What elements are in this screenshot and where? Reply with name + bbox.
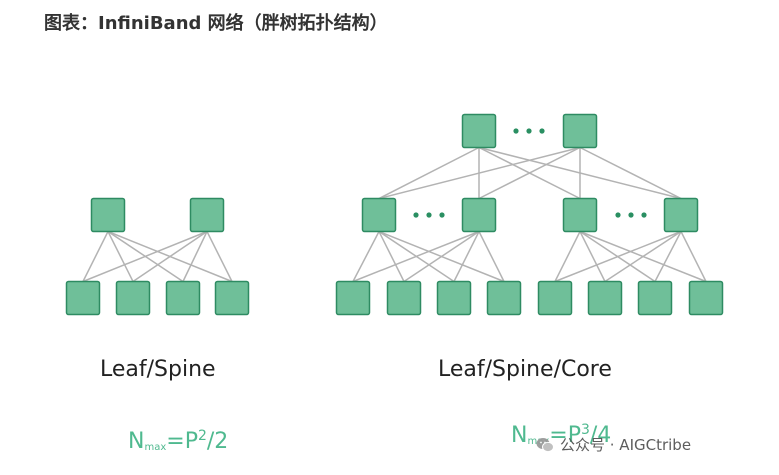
leaf-switch <box>436 280 472 316</box>
leaf-switch <box>335 280 371 316</box>
ellipsis-dot <box>539 128 545 134</box>
leaf-spine-caption: Leaf/Spine <box>100 357 216 382</box>
link-line <box>579 231 606 282</box>
leaf-switch <box>165 280 201 316</box>
ellipsis-dot <box>615 212 621 218</box>
page-title: 图表：InfiniBand 网络（胖树拓扑结构） <box>44 13 388 34</box>
formula-sup: 3 <box>580 422 590 438</box>
formula-eq: =P <box>549 423 581 448</box>
leaf-switch <box>214 280 250 316</box>
formula-n: N <box>511 423 528 448</box>
link-line <box>579 146 682 200</box>
link-line <box>453 231 480 282</box>
leaf-switch <box>587 280 623 316</box>
link-line <box>478 146 581 200</box>
link-line <box>82 231 109 282</box>
formula-rest: /2 <box>206 429 229 454</box>
formula-sup: 2 <box>197 428 207 444</box>
wechat-icon <box>536 437 554 452</box>
link-line <box>378 231 405 282</box>
leaf-switch <box>115 280 151 316</box>
leaf-switch <box>637 280 673 316</box>
leaf-switch <box>688 280 724 316</box>
spine-switch <box>361 197 397 233</box>
spine-switch <box>562 197 598 233</box>
ellipsis-dot <box>628 212 634 218</box>
link-line <box>378 146 581 200</box>
formula-eq: =P <box>166 429 198 454</box>
spine-switch <box>90 197 126 233</box>
ellipsis-dot <box>526 128 532 134</box>
link-line <box>132 230 208 283</box>
link-line <box>82 230 208 283</box>
link-line <box>478 231 505 282</box>
link-line <box>654 231 682 282</box>
leaf-switch <box>65 280 101 316</box>
link-line <box>107 231 134 282</box>
link-line <box>206 231 233 282</box>
spine-switch <box>189 197 225 233</box>
core-switch <box>562 113 598 149</box>
ellipsis-dot <box>439 212 445 218</box>
formula-n: N <box>128 429 145 454</box>
core-switch <box>461 113 497 149</box>
link-line <box>352 230 480 283</box>
link-line <box>680 231 707 282</box>
leaf-switch <box>386 280 422 316</box>
ellipsis-dot <box>426 212 432 218</box>
leaf-spine-core-caption: Leaf/Spine/Core <box>438 357 612 382</box>
link-line <box>403 230 480 283</box>
link-line <box>378 146 480 200</box>
ellipsis-dot <box>641 212 647 218</box>
ellipsis-dot <box>413 212 419 218</box>
link-line <box>554 230 682 283</box>
formula-rest: /4 <box>589 423 612 448</box>
link-line <box>182 231 208 282</box>
link-line <box>554 231 581 282</box>
leaf-switch <box>486 280 522 316</box>
spine-switch <box>663 197 699 233</box>
formula-sub: max <box>144 442 167 453</box>
watermark: 公众号 · AIGCtribe <box>536 434 691 455</box>
ellipsis-dot <box>513 128 519 134</box>
leaf-spine-formula: Nmax=P2/2 <box>128 428 228 454</box>
watermark-text: 公众号 · AIGCtribe <box>560 436 692 454</box>
link-line <box>352 231 380 282</box>
leaf-switch <box>537 280 573 316</box>
link-line <box>604 230 682 283</box>
spine-switch <box>461 197 497 233</box>
